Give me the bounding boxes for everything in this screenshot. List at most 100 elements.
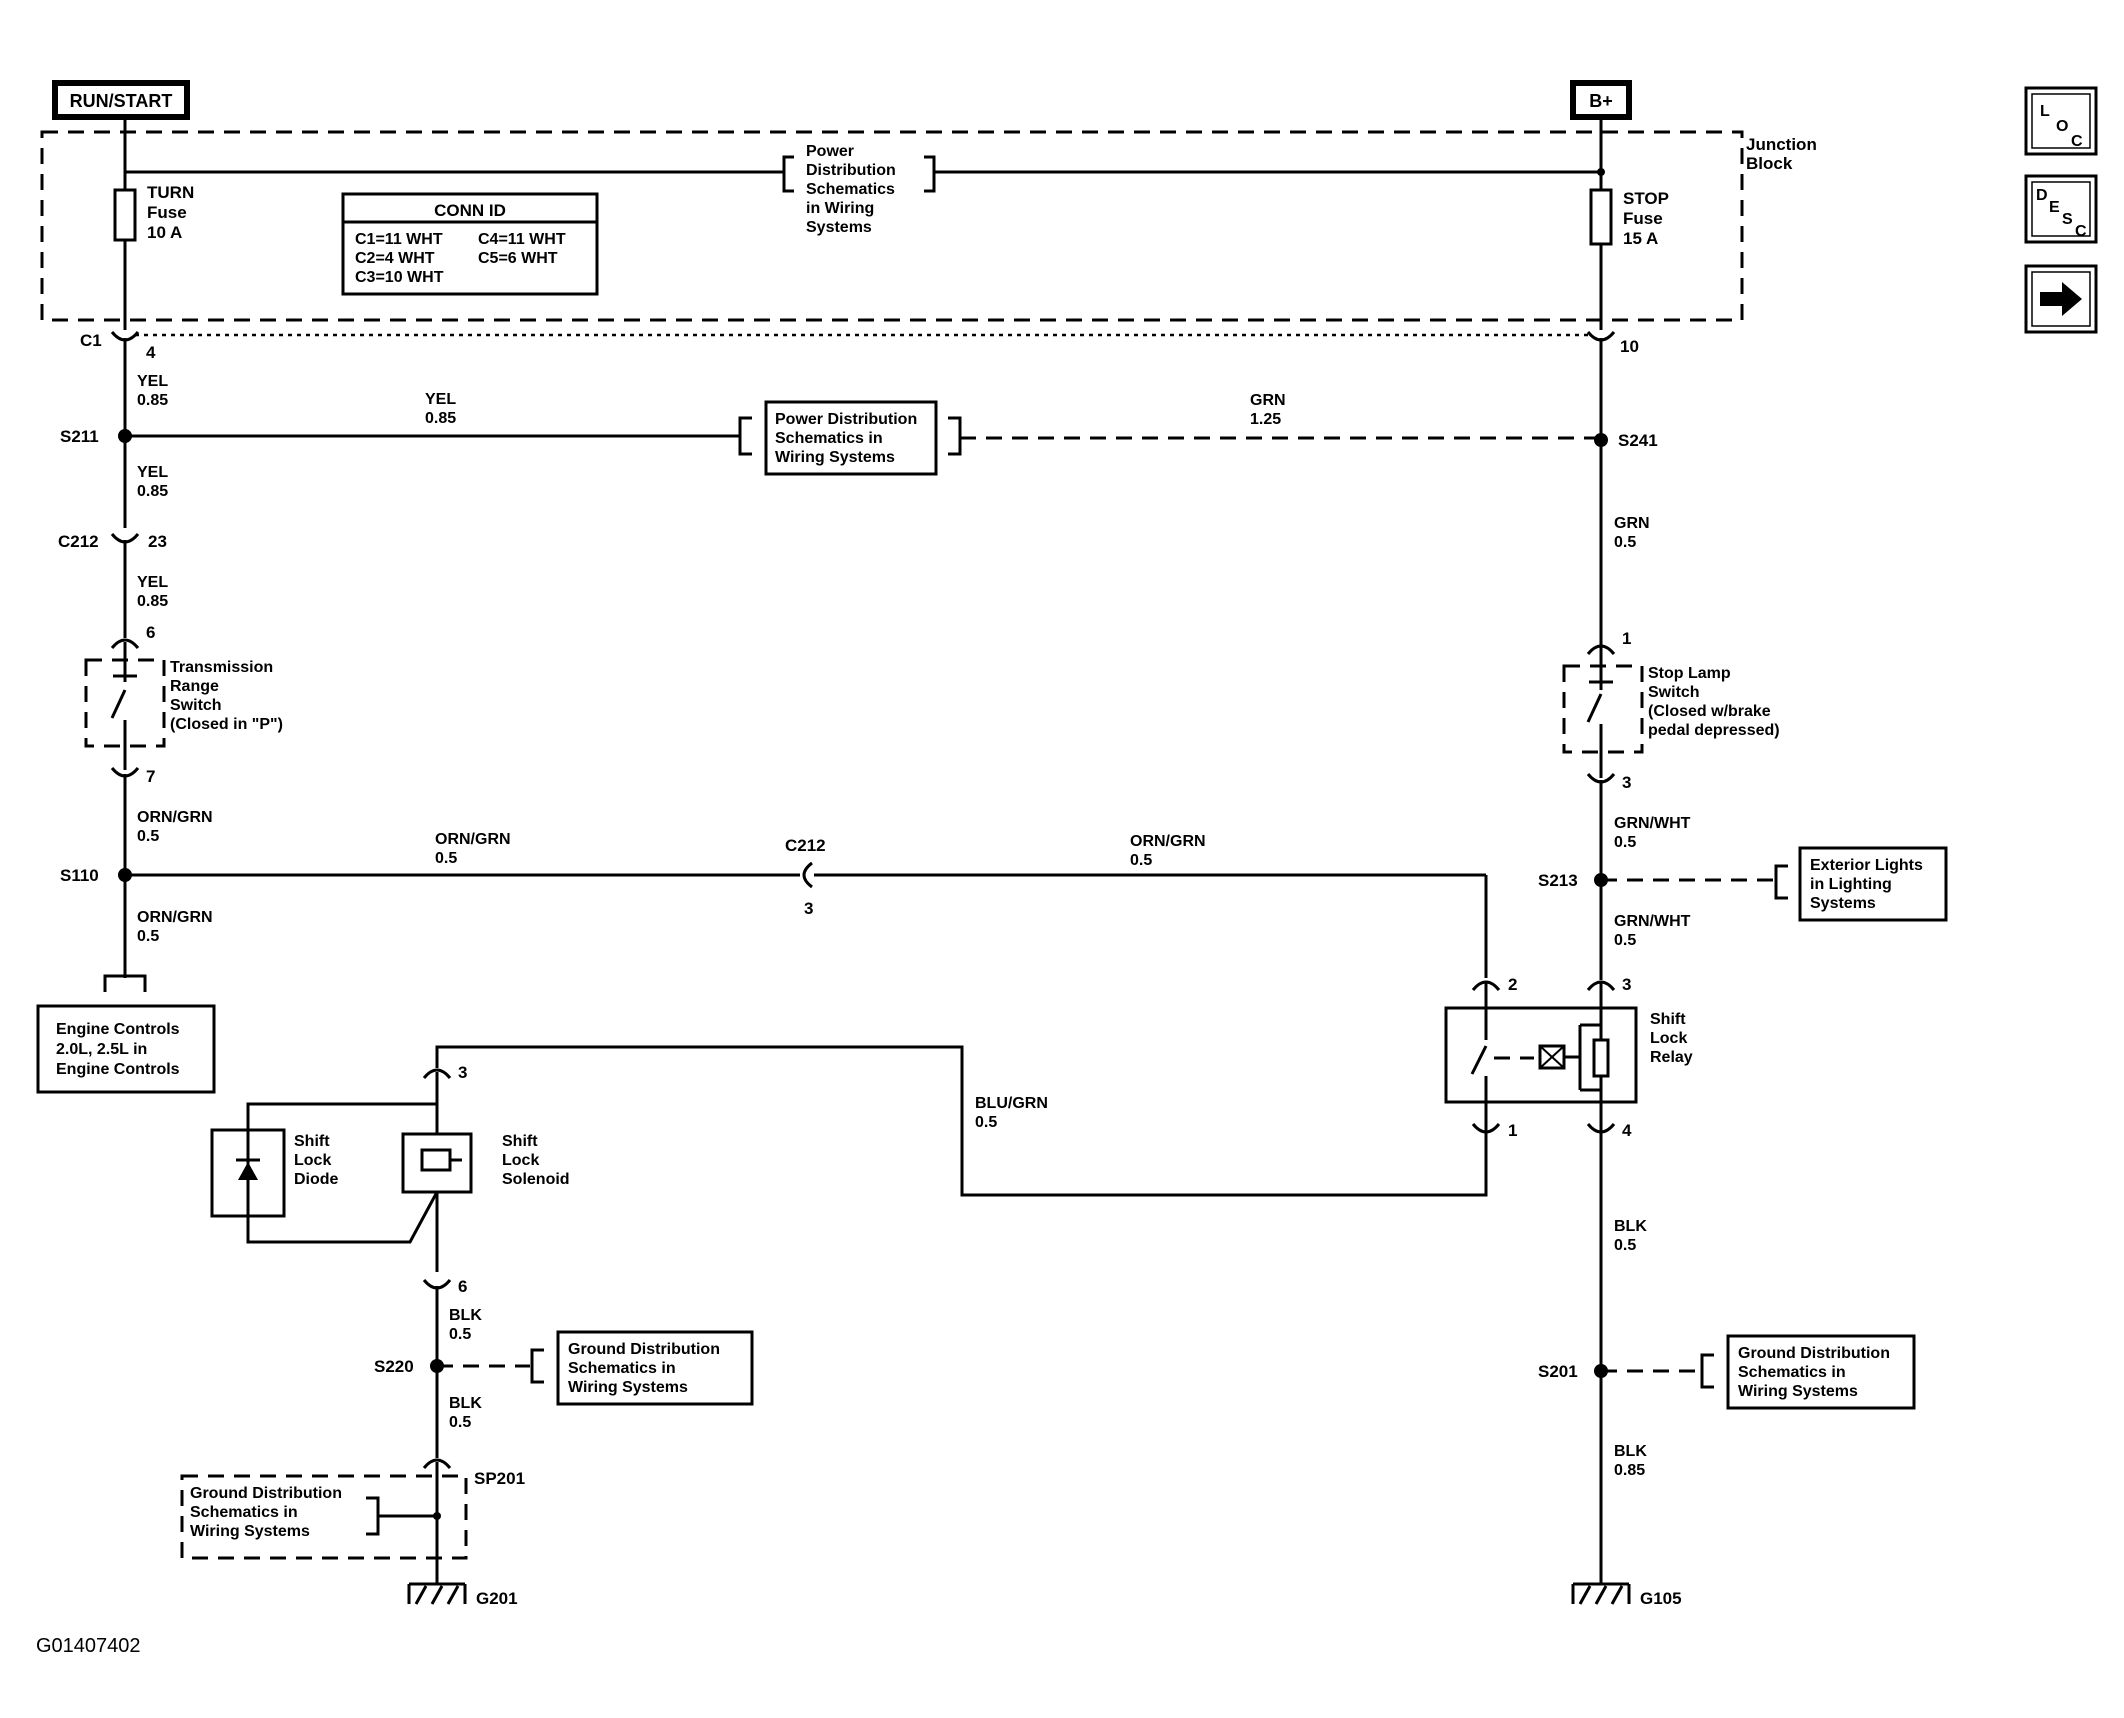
svg-text:ORN/GRN: ORN/GRN [137, 909, 213, 926]
svg-text:Ground Distribution: Ground Distribution [1738, 1345, 1890, 1362]
shift-lock-diode-label: Shift Lock Diode [294, 1133, 339, 1188]
svg-text:TURN: TURN [147, 183, 194, 202]
svg-text:Shift: Shift [502, 1133, 538, 1150]
svg-text:L: L [2040, 103, 2050, 120]
svg-text:in Lighting: in Lighting [1810, 876, 1892, 893]
turn-fuse-label: TURN Fuse 10 A [147, 183, 194, 242]
svg-text:Power: Power [806, 143, 854, 160]
svg-text:Fuse: Fuse [1623, 209, 1663, 228]
svg-text:Stop Lamp: Stop Lamp [1648, 665, 1731, 682]
junction-block-label: Junction [1746, 135, 1817, 154]
svg-text:0.5: 0.5 [1614, 1237, 1636, 1254]
svg-text:S201: S201 [1538, 1362, 1578, 1381]
svg-text:Wiring Systems: Wiring Systems [568, 1379, 688, 1396]
svg-text:(Closed w/brake: (Closed w/brake [1648, 703, 1771, 720]
next-button[interactable] [2024, 264, 2098, 334]
svg-text:0.85: 0.85 [137, 593, 168, 610]
svg-text:Schematics in: Schematics in [1738, 1364, 1846, 1381]
svg-text:BLK: BLK [1614, 1218, 1647, 1235]
svg-text:Wiring Systems: Wiring Systems [190, 1523, 310, 1540]
svg-text:C: C [2075, 223, 2087, 240]
svg-text:0.85: 0.85 [1614, 1462, 1645, 1479]
desc-button[interactable]: D E S C [2024, 174, 2098, 244]
svg-text:S110: S110 [60, 866, 99, 885]
svg-text:0.5: 0.5 [137, 828, 159, 845]
svg-text:Ground Distribution: Ground Distribution [568, 1341, 720, 1358]
stop-lamp-switch [1586, 693, 1603, 723]
svg-text:G105: G105 [1640, 1589, 1682, 1608]
svg-text:Lock: Lock [294, 1152, 331, 1169]
svg-text:Range: Range [170, 678, 219, 695]
exterior-lights-reference [1798, 846, 1948, 922]
svg-text:GRN/WHT: GRN/WHT [1614, 815, 1691, 832]
svg-text:0.5: 0.5 [1130, 852, 1152, 869]
svg-text:C4=11 WHT: C4=11 WHT [478, 231, 566, 248]
shift-lock-solenoid-label: Shift Lock Solenoid [502, 1133, 570, 1188]
stop-fuse-label: STOP Fuse 15 A [1623, 189, 1669, 248]
svg-text:C5=6 WHT: C5=6 WHT [478, 250, 558, 267]
svg-text:C1=11 WHT: C1=11 WHT [355, 231, 443, 248]
svg-text:Diode: Diode [294, 1171, 339, 1188]
svg-text:E: E [2049, 199, 2060, 216]
svg-text:in Wiring: in Wiring [806, 200, 874, 217]
shift-lock-diode [238, 1162, 258, 1180]
svg-text:G201: G201 [476, 1589, 518, 1608]
svg-text:pedal depressed): pedal depressed) [1648, 722, 1780, 739]
svg-text:Relay: Relay [1650, 1049, 1693, 1066]
svg-text:S213: S213 [1538, 871, 1578, 890]
svg-text:C2=4 WHT: C2=4 WHT [355, 250, 435, 267]
svg-text:(Closed in "P"): (Closed in "P") [170, 716, 283, 733]
svg-text:STOP: STOP [1623, 189, 1669, 208]
svg-text:B+: B+ [1589, 91, 1613, 111]
svg-text:1: 1 [1508, 1121, 1517, 1140]
svg-text:Schematics in: Schematics in [568, 1360, 676, 1377]
svg-text:C212: C212 [58, 532, 99, 551]
svg-text:1: 1 [1622, 629, 1631, 648]
svg-text:S211: S211 [60, 427, 99, 446]
arrow-right-icon [2040, 282, 2082, 316]
svg-text:GRN: GRN [1250, 392, 1286, 409]
run-start-power-source: RUN/START [52, 80, 190, 120]
junction-block-outline [40, 130, 1744, 322]
transmission-range-switch-label: Transmission Range Switch (Closed in "P"… [170, 659, 283, 733]
svg-text:0.85: 0.85 [137, 483, 168, 500]
pds-top-bracket-right [924, 155, 936, 193]
svg-text:YEL: YEL [425, 391, 456, 408]
svg-text:3: 3 [458, 1063, 467, 1082]
svg-text:BLK: BLK [449, 1307, 482, 1324]
svg-text:0.5: 0.5 [435, 850, 457, 867]
c212-mid-connector [802, 861, 813, 889]
svg-text:1.25: 1.25 [1250, 411, 1281, 428]
svg-text:Switch: Switch [170, 697, 222, 714]
loc-button[interactable]: L O C [2024, 86, 2098, 156]
engine-controls-reference [36, 1004, 216, 1094]
svg-text:S241: S241 [1618, 431, 1658, 450]
svg-text:Power Distribution: Power Distribution [775, 411, 917, 428]
conn-id-table: CONN ID C1=11 WHT C4=11 WHT C2=4 WHT C5=… [341, 192, 599, 296]
svg-text:C212: C212 [785, 836, 826, 855]
svg-text:YEL: YEL [137, 373, 168, 390]
svg-text:23: 23 [148, 532, 167, 551]
stop-lamp-switch-label: Stop Lamp Switch (Closed w/brake pedal d… [1648, 665, 1780, 739]
svg-text:ORN/GRN: ORN/GRN [1130, 833, 1206, 850]
pds-top-reference: Power Distribution Schematics in Wiring … [806, 143, 896, 236]
ground-g105 [1571, 1582, 1631, 1605]
svg-text:2.0L, 2.5L in: 2.0L, 2.5L in [56, 1041, 147, 1058]
figure-id: G01407402 [36, 1635, 141, 1657]
svg-text:Transmission: Transmission [170, 659, 273, 676]
svg-text:SP201: SP201 [474, 1469, 525, 1488]
svg-text:Schematics in: Schematics in [775, 430, 883, 447]
svg-text:0.5: 0.5 [1614, 534, 1636, 551]
svg-text:15 A: 15 A [1623, 229, 1658, 248]
svg-text:CONN ID: CONN ID [434, 201, 506, 220]
pds-mid-reference [764, 400, 938, 476]
svg-text:Switch: Switch [1648, 684, 1700, 701]
svg-text:4: 4 [146, 343, 156, 362]
shift-lock-relay-label: Shift Lock Relay [1650, 1011, 1693, 1066]
svg-text:BLK: BLK [1614, 1443, 1647, 1460]
svg-text:Fuse: Fuse [147, 203, 187, 222]
svg-text:3: 3 [804, 899, 813, 918]
splice-s241 [1594, 433, 1608, 447]
svg-text:Lock: Lock [502, 1152, 539, 1169]
